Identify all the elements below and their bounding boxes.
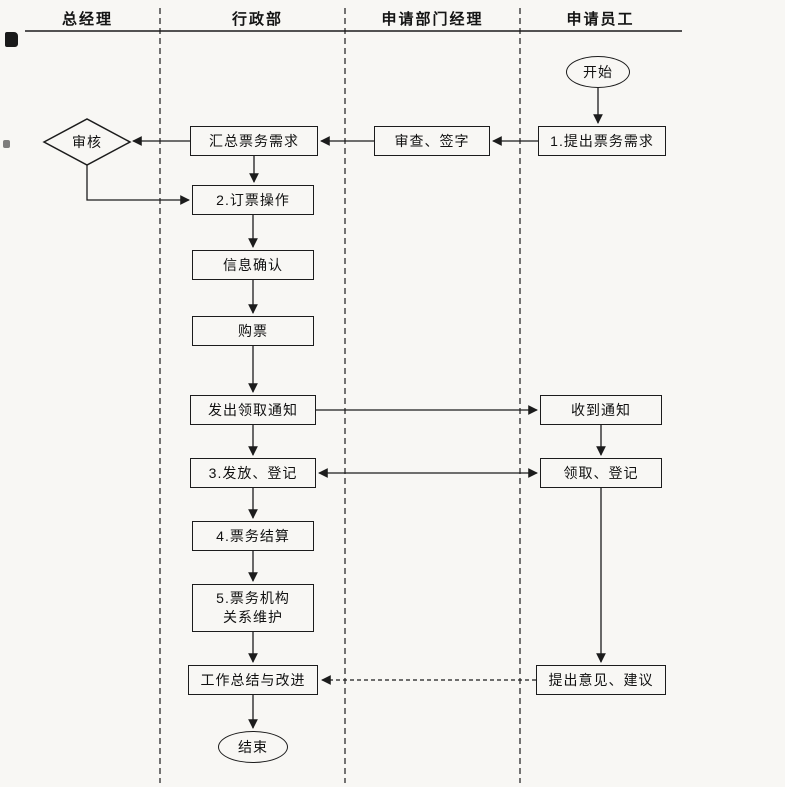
node-suggestions: 提出意见、建议 xyxy=(536,665,666,695)
node-work-summary: 工作总结与改进 xyxy=(188,665,318,695)
lane-header-applying-employee: 申请员工 xyxy=(566,11,635,28)
node-collect-register: 领取、登记 xyxy=(540,458,662,488)
audit-diamond-shape xyxy=(42,118,132,166)
end-node: 结束 xyxy=(218,731,288,763)
scan-artifact xyxy=(5,32,18,47)
node-purchase: 购票 xyxy=(192,316,314,346)
lane-header-admin-dept: 行政部 xyxy=(231,11,283,28)
node-audit-diamond-label: 审核 xyxy=(72,134,102,150)
node-receive-notice: 收到通知 xyxy=(540,395,662,425)
start-node: 开始 xyxy=(566,56,630,88)
arrow-audit-to-booking xyxy=(86,165,190,205)
lane-header-general-manager: 总经理 xyxy=(61,11,113,28)
node-agency-line2: 关系维护 xyxy=(223,609,283,625)
scan-artifact xyxy=(3,140,10,148)
lane-header-applying-dept-manager: 申请部门经理 xyxy=(381,11,484,28)
node-agency-line1: 5.票务机构 xyxy=(216,590,290,607)
node-info-confirm: 信息确认 xyxy=(192,250,314,280)
node-submit-request: 1.提出票务需求 xyxy=(538,126,666,156)
node-settlement: 4.票务结算 xyxy=(192,521,314,551)
node-summarize-demand: 汇总票务需求 xyxy=(190,126,318,156)
node-send-notice: 发出领取通知 xyxy=(190,395,316,425)
node-agency-maintenance: 5.票务机构 关系维护 xyxy=(192,584,314,632)
node-booking: 2.订票操作 xyxy=(192,185,314,215)
node-distribute-register: 3.发放、登记 xyxy=(190,458,316,488)
node-review-sign: 审查、签字 xyxy=(374,126,490,156)
